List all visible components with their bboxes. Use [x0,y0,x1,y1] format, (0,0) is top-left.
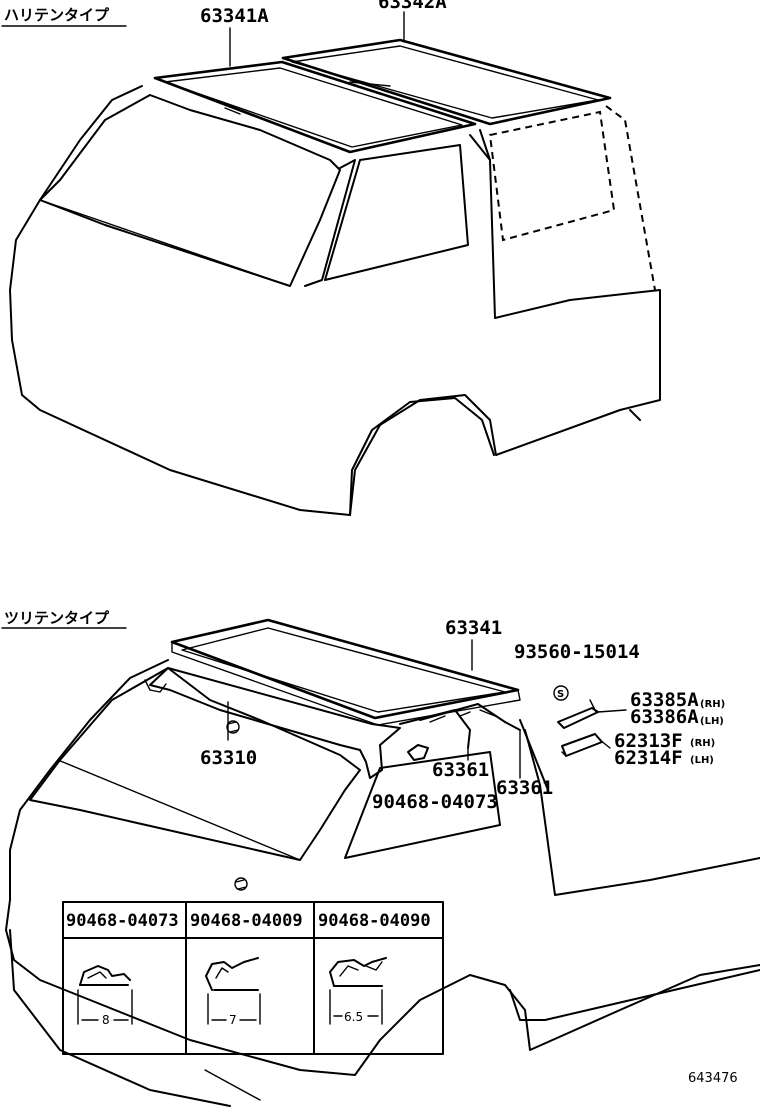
label-63386A-suffix: (LH) [700,716,724,727]
section-heading-top: ハリテンタイプ [4,6,110,24]
garnish-62313F-62314F [561,733,611,757]
cover-63385A-63386A [557,699,627,729]
clip-shape-1 [77,965,133,1025]
clip-dimension-3: 6.5 [344,1010,363,1024]
clip-shape-2 [205,957,261,1025]
roof-panel-63342A [281,38,612,126]
table-clip-symbol [234,877,248,891]
label-63310: 63310 [200,747,257,769]
s-marker-symbol [553,685,569,701]
headliner-63310 [144,667,401,779]
vehicle-body-bottom [5,659,760,1107]
clip-reference-symbol-mark [227,721,239,733]
label-63341A: 63341A [200,5,269,27]
label-62313F: 62313F [614,730,683,752]
label-62314F-suffix: (LH) [690,755,714,766]
clip-table-header-2: 90468-04009 [190,911,303,931]
clip-shape-3 [329,957,387,1025]
label-90468-04073: 90468-04073 [372,791,498,813]
roof-panel-63341A [153,60,477,154]
clip-reference-symbol [226,720,240,734]
vehicle-body-top [9,85,661,516]
label-63361-right: 63361 [496,777,553,799]
reference-number: 643476 [688,1071,738,1086]
section-heading-bottom: ツリテンタイプ [4,609,110,627]
s-marker-letter: S [557,689,564,700]
label-63361-left: 63361 [432,759,489,781]
label-63386A: 63386A [630,706,699,728]
clip-dimension-2: 7 [229,1013,237,1027]
clip-table-border [62,901,444,1055]
label-63342A: 63342A [378,0,447,13]
label-63385A-suffix: (RH) [700,699,725,710]
clip-table: 90468-04073 90468-04009 90468-04090 8 7 [62,901,444,1055]
label-63385A: 63385A [630,689,699,711]
roof-rails-63361 [399,703,521,749]
label-62314F: 62314F [614,747,683,769]
table-clip-symbol-mark [235,879,247,890]
label-62313F-suffix: (RH) [690,738,715,749]
clip-dimension-1: 8 [102,1013,110,1027]
clip-90468-04073-part [407,744,429,761]
clip-table-header-1: 90468-04073 [66,911,179,931]
label-93560-15014: 93560-15014 [514,641,640,663]
label-63341: 63341 [445,617,502,639]
clip-table-header-3: 90468-04090 [318,911,431,931]
